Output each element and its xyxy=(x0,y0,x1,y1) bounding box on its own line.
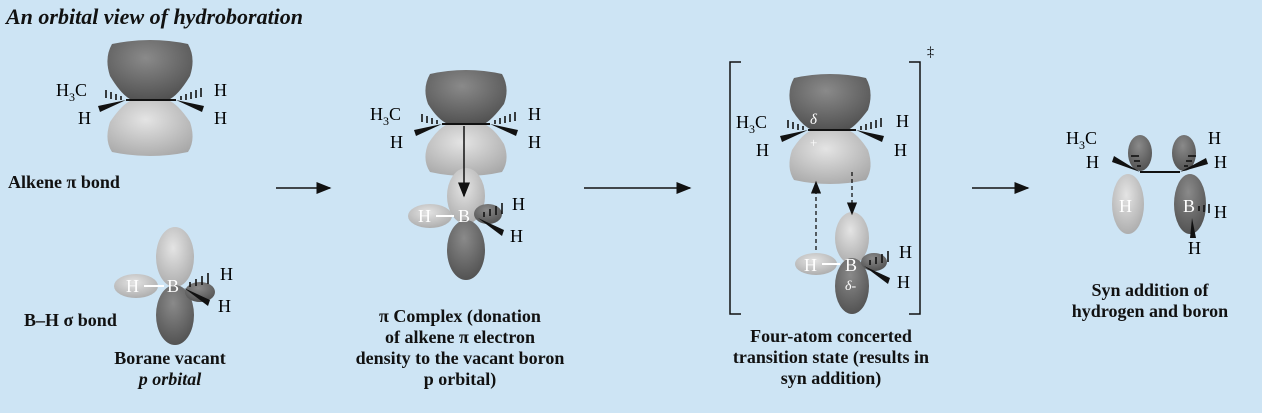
caption-line: Borane vacant xyxy=(114,348,226,368)
h-atom: H xyxy=(756,140,769,160)
wedge-bond xyxy=(184,288,210,306)
alkene-pi-orbital xyxy=(98,40,204,156)
h-atom: H xyxy=(218,296,231,316)
hash-bond xyxy=(1131,155,1141,167)
b-atom: B xyxy=(845,255,857,275)
h-atom: H xyxy=(899,242,912,262)
wedge-bond xyxy=(176,100,204,112)
h3c-label: H3C xyxy=(56,80,87,104)
hash-bond xyxy=(494,112,516,124)
bh-sigma-lobe xyxy=(114,274,158,298)
h-atom: H xyxy=(1214,202,1227,222)
h-atom: H xyxy=(214,80,227,100)
pi-complex-orbital xyxy=(408,70,518,280)
h-atom: H xyxy=(804,255,817,275)
hash-bond xyxy=(869,251,889,265)
bh-sigma-lobe xyxy=(185,282,215,302)
hash-bond xyxy=(1184,155,1196,167)
h-atom: H xyxy=(528,104,541,124)
h-atom: H xyxy=(897,272,910,292)
h-atom: H xyxy=(220,264,233,284)
hash-bond xyxy=(787,120,804,130)
borane-p-lobe-top xyxy=(156,227,194,287)
wedge-bond xyxy=(864,266,890,284)
h-atom: H xyxy=(1214,152,1227,172)
b-atom: B xyxy=(167,276,179,296)
caption-line: p orbital xyxy=(138,369,202,389)
caption-line: transition state (results in xyxy=(732,347,930,367)
h-atom: H xyxy=(512,194,525,214)
caption-transition-state: Four-atom concerted transition state (re… xyxy=(686,326,976,389)
caption-line: Four-atom concerted xyxy=(750,326,912,346)
wedge-bond xyxy=(414,124,442,136)
hash-bond xyxy=(105,90,122,100)
borane-orbital xyxy=(114,227,215,345)
page-title: An orbital view of hydroboration xyxy=(6,4,304,29)
caption-line: π Complex (donation xyxy=(379,306,541,326)
h-atom: H xyxy=(1208,128,1221,148)
h3c-label: H3C xyxy=(1066,128,1097,152)
alkene-pi-lobe-top xyxy=(107,40,193,100)
delta-plus-label: δ xyxy=(810,112,818,128)
h-atom: H xyxy=(1119,196,1132,216)
wedge-bond xyxy=(1112,156,1140,172)
syn-product-orbital xyxy=(1112,135,1210,238)
h-atom: H xyxy=(78,108,91,128)
caption-pi-complex: π Complex (donation of alkene π electron… xyxy=(300,306,620,390)
h-atom: H xyxy=(1086,152,1099,172)
caption-syn-addition: Syn addition of hydrogen and boron xyxy=(1040,280,1260,322)
h-atom: H xyxy=(418,206,431,226)
hash-bond xyxy=(180,88,202,100)
caption-line: hydrogen and boron xyxy=(1071,301,1229,321)
plus-label: + xyxy=(810,135,817,150)
h3c-label: H3C xyxy=(736,112,767,136)
hash-bond xyxy=(483,203,503,217)
wedge-bond xyxy=(1190,218,1196,238)
wedge-bond xyxy=(98,100,126,112)
caption-line: p orbital) xyxy=(423,369,497,389)
h-atom: H xyxy=(528,132,541,152)
h-atom: H xyxy=(390,132,403,152)
borane-p-lobe-bottom xyxy=(156,285,194,345)
wedge-bond xyxy=(856,130,884,142)
b-atom: B xyxy=(458,206,470,226)
hash-bond xyxy=(1198,204,1210,213)
wedge-bond xyxy=(1180,158,1208,172)
double-dagger: ‡ xyxy=(927,45,934,60)
caption-line: density to the vacant boron xyxy=(355,348,565,368)
delta-minus-label: δ- xyxy=(845,279,857,294)
caption-alkene-pi-bond: Alkene π bond xyxy=(8,172,120,192)
caption-line: syn addition) xyxy=(780,368,882,388)
caption-line: of alkene π electron xyxy=(385,327,535,347)
hash-bond xyxy=(860,118,882,130)
h3c-label: H3C xyxy=(370,104,401,128)
h-atom: H xyxy=(1188,238,1201,258)
h-atom: H xyxy=(214,108,227,128)
transition-state-orbital xyxy=(780,74,890,314)
h-atom: H xyxy=(510,226,523,246)
h-atom: H xyxy=(126,276,139,296)
hash-bond xyxy=(421,114,438,124)
alkene-pi-lobe-bottom xyxy=(107,100,193,156)
caption-bh-sigma-bond: B–H σ bond xyxy=(24,310,117,330)
wedge-bond xyxy=(780,130,808,142)
transition-state-brackets xyxy=(729,61,921,315)
caption-line: Syn addition of xyxy=(1091,280,1209,300)
wedge-bond xyxy=(478,218,504,236)
h-atom: H xyxy=(894,140,907,160)
h-atom: H xyxy=(896,111,909,131)
wedge-bond xyxy=(490,124,518,136)
hash-bond xyxy=(189,273,209,287)
caption-borane-vacant: Borane vacant p orbital xyxy=(60,348,280,390)
b-atom: B xyxy=(1183,196,1195,216)
